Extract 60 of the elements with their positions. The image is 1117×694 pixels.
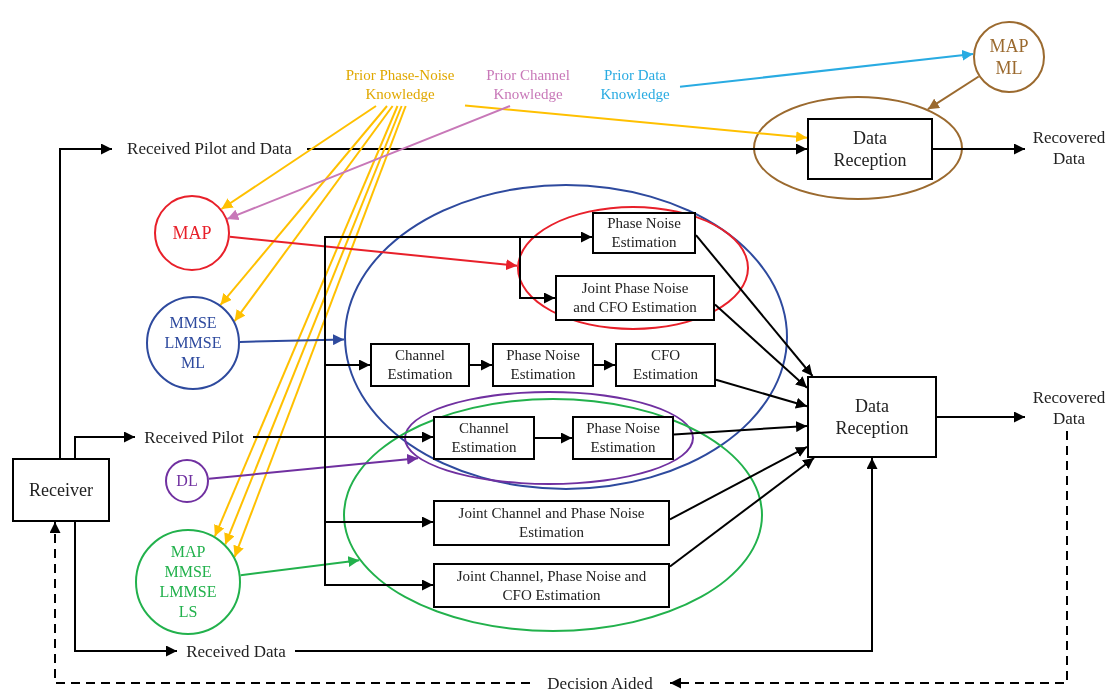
arrow: [593, 359, 616, 371]
arrow: [239, 556, 361, 577]
group-ellipse: [344, 184, 788, 490]
arrow: [74, 521, 178, 657]
arrow: [233, 105, 394, 323]
arrow: [294, 457, 878, 652]
method-circle: MAP MMSE LMMSE LS: [135, 529, 241, 635]
knowledge-label: Prior Data Knowledge: [590, 64, 680, 106]
knowledge-label: Prior Phase-Noise Knowledge: [335, 64, 465, 106]
signal-label: Received Data: [177, 641, 295, 663]
arrow: [926, 75, 980, 111]
process-box: Phase Noise Estimation: [592, 212, 696, 254]
arrow: [219, 105, 388, 306]
process-box: Data Reception: [807, 118, 933, 180]
signal-label: Recovered Data: [1025, 385, 1113, 431]
process-box: Channel Estimation: [370, 343, 470, 387]
arrow: [715, 378, 808, 409]
process-box: Data Reception: [807, 376, 937, 458]
arrow: [936, 411, 1026, 423]
process-box: CFO Estimation: [615, 343, 716, 387]
arrow: [239, 334, 345, 346]
arrow: [464, 104, 808, 143]
signal-label: Decision Aided: [530, 673, 670, 694]
process-box: Channel Estimation: [433, 416, 535, 460]
process-box: Phase Noise Estimation: [572, 416, 674, 460]
method-circle: MAP: [154, 195, 230, 271]
arrow: [220, 105, 377, 210]
signal-label: Received Pilot and Data: [112, 138, 307, 160]
arrow: [673, 421, 808, 436]
arrow: [932, 143, 1026, 155]
process-box: Joint Channel and Phase Noise Estimation: [433, 500, 670, 546]
arrow: [695, 234, 814, 377]
dashed-arrow: [49, 521, 531, 684]
dashed-arrow: [669, 430, 1068, 689]
group-ellipse: [404, 391, 694, 485]
process-box: Phase Noise Estimation: [492, 343, 594, 387]
arrow: [669, 445, 808, 521]
arrow: [679, 49, 975, 88]
arrow: [228, 235, 519, 271]
arrow: [469, 359, 493, 371]
arrow: [207, 453, 419, 480]
group-ellipse: [517, 206, 749, 330]
signal-label: Recovered Data: [1025, 125, 1113, 171]
arrow: [59, 143, 113, 459]
arrow: [306, 143, 808, 155]
method-circle: MAP ML: [973, 21, 1045, 93]
method-circle: DL: [165, 459, 209, 503]
process-box: Receiver: [12, 458, 110, 522]
arrow: [534, 432, 573, 444]
arrow: [74, 431, 136, 459]
arrow: [226, 105, 511, 220]
arrow: [669, 457, 815, 568]
process-box: Joint Phase Noise and CFO Estimation: [555, 275, 715, 321]
group-ellipse: [343, 398, 763, 632]
method-circle: MMSE LMMSE ML: [146, 296, 240, 390]
arrow: [252, 436, 434, 591]
process-box: Joint Channel, Phase Noise and CFO Estimation: [433, 563, 670, 608]
signal-label: Received Pilot: [135, 427, 253, 449]
knowledge-label: Prior Channel Knowledge: [478, 64, 578, 106]
group-ellipse: [753, 96, 963, 200]
